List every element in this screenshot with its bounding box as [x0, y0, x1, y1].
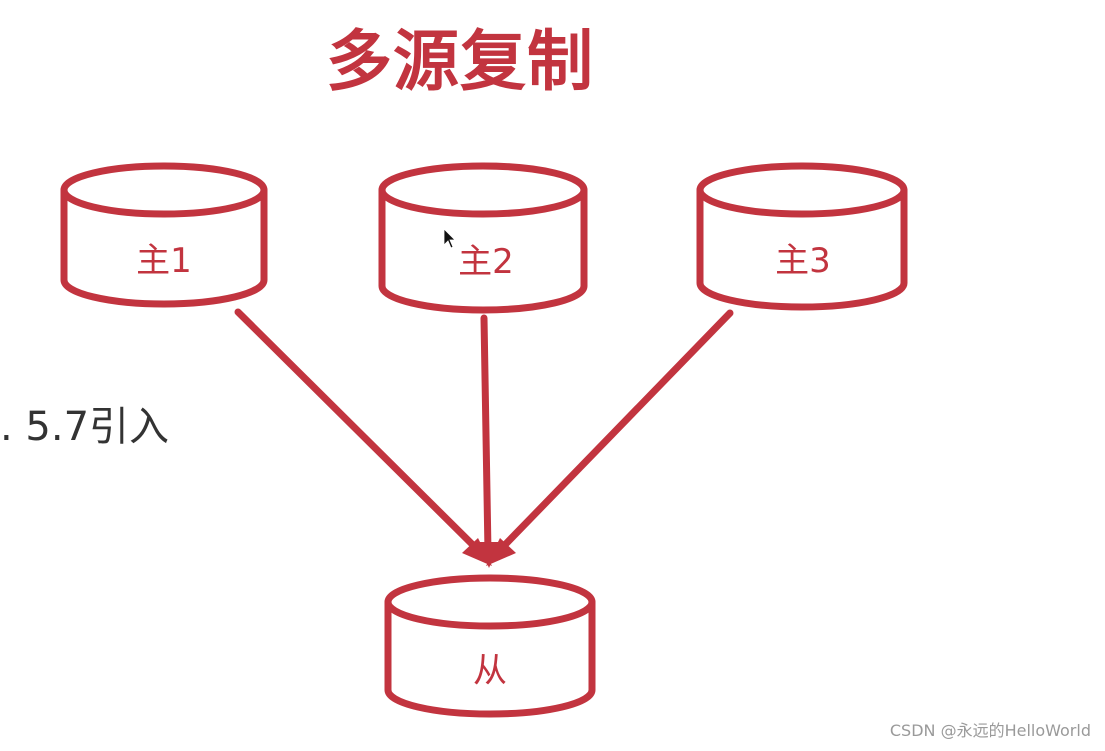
master2-cylinder [378, 162, 588, 314]
version-note: . 5.7引入 [0, 404, 170, 450]
master3-cylinder [696, 162, 908, 311]
slave-label: 从 [473, 651, 507, 691]
master1-cylinder [60, 162, 268, 308]
arrowheads [462, 538, 516, 568]
arrow-master1-to-slave [234, 308, 484, 556]
arrow-master2-to-slave [480, 314, 492, 556]
mouse-cursor-icon [443, 228, 456, 249]
slave-cylinder [384, 574, 596, 718]
watermark: CSDN @永远的HelloWorld [889, 721, 1091, 740]
master3-label: 主3 [775, 241, 831, 281]
arrowhead-2 [478, 542, 500, 568]
master2-label: 主2 [458, 242, 514, 282]
master1-label: 主1 [136, 241, 192, 281]
slide-title: 多源复制 [326, 23, 594, 100]
arrowhead-3 [486, 538, 516, 566]
arrowhead-1 [462, 538, 492, 566]
arrow-master3-to-slave [494, 309, 734, 556]
